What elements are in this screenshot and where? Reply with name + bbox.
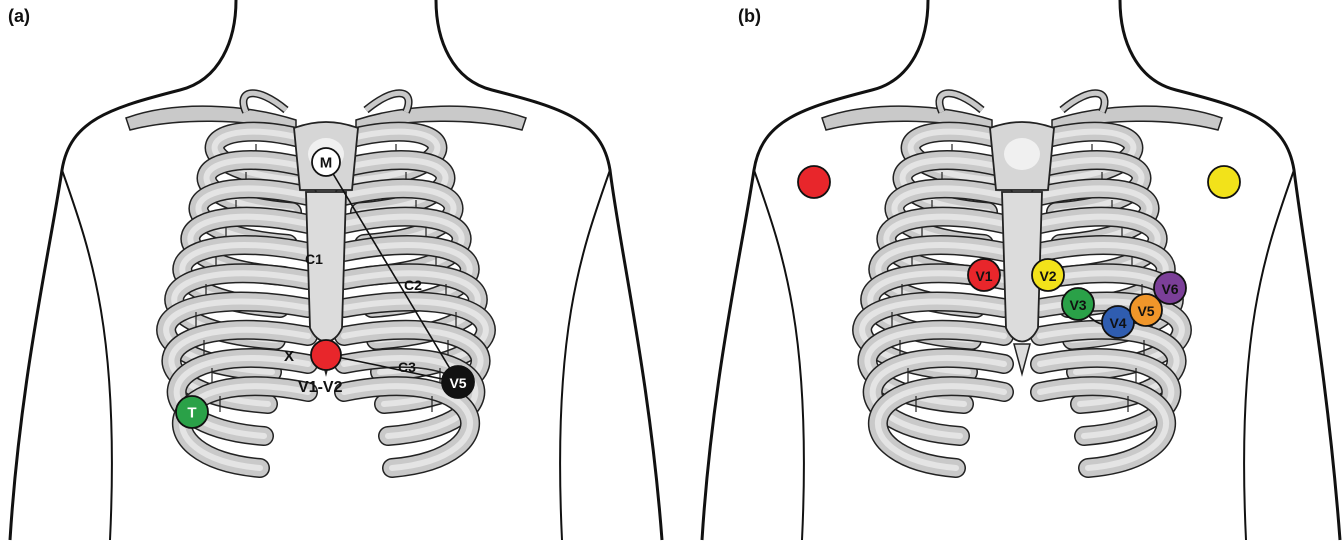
electrode-v1-v2	[311, 340, 341, 370]
electrode-v1: V1	[968, 259, 1000, 291]
electrode-v2: V2	[1032, 259, 1064, 291]
chest-illustration-a: C1 C2 C3 X V1-V2 M V5T	[0, 0, 672, 544]
label-v1-v2: V1-V2	[298, 379, 343, 396]
panel-label-a: (a)	[8, 6, 30, 27]
electrode-v5-label: V5	[1137, 303, 1154, 319]
label-c3: C3	[398, 359, 416, 375]
electrode-v5-label: V5	[449, 375, 466, 391]
electrode-m: M	[312, 148, 340, 176]
electrode-v3-label: V3	[1069, 297, 1086, 313]
panel-label-b: (b)	[738, 6, 761, 27]
label-x: X	[284, 348, 294, 365]
electrode-t: T	[176, 396, 208, 428]
electrode-v3: V3	[1062, 288, 1094, 320]
electrode-right-arm	[798, 166, 830, 198]
electrode-v1-label: V1	[975, 268, 992, 284]
electrode-v4-label: V4	[1109, 315, 1126, 331]
label-c2: C2	[404, 277, 422, 293]
label-c1: C1	[305, 251, 323, 267]
electrode-v5: V5	[442, 366, 474, 398]
electrode-t-label: T	[187, 405, 196, 422]
electrode-m-label: M	[320, 155, 333, 172]
electrode-v6-label: V6	[1161, 281, 1178, 297]
electrode-left-arm	[1208, 166, 1240, 198]
electrode-v2-label: V2	[1039, 268, 1056, 284]
electrode-v6: V6	[1154, 272, 1186, 304]
